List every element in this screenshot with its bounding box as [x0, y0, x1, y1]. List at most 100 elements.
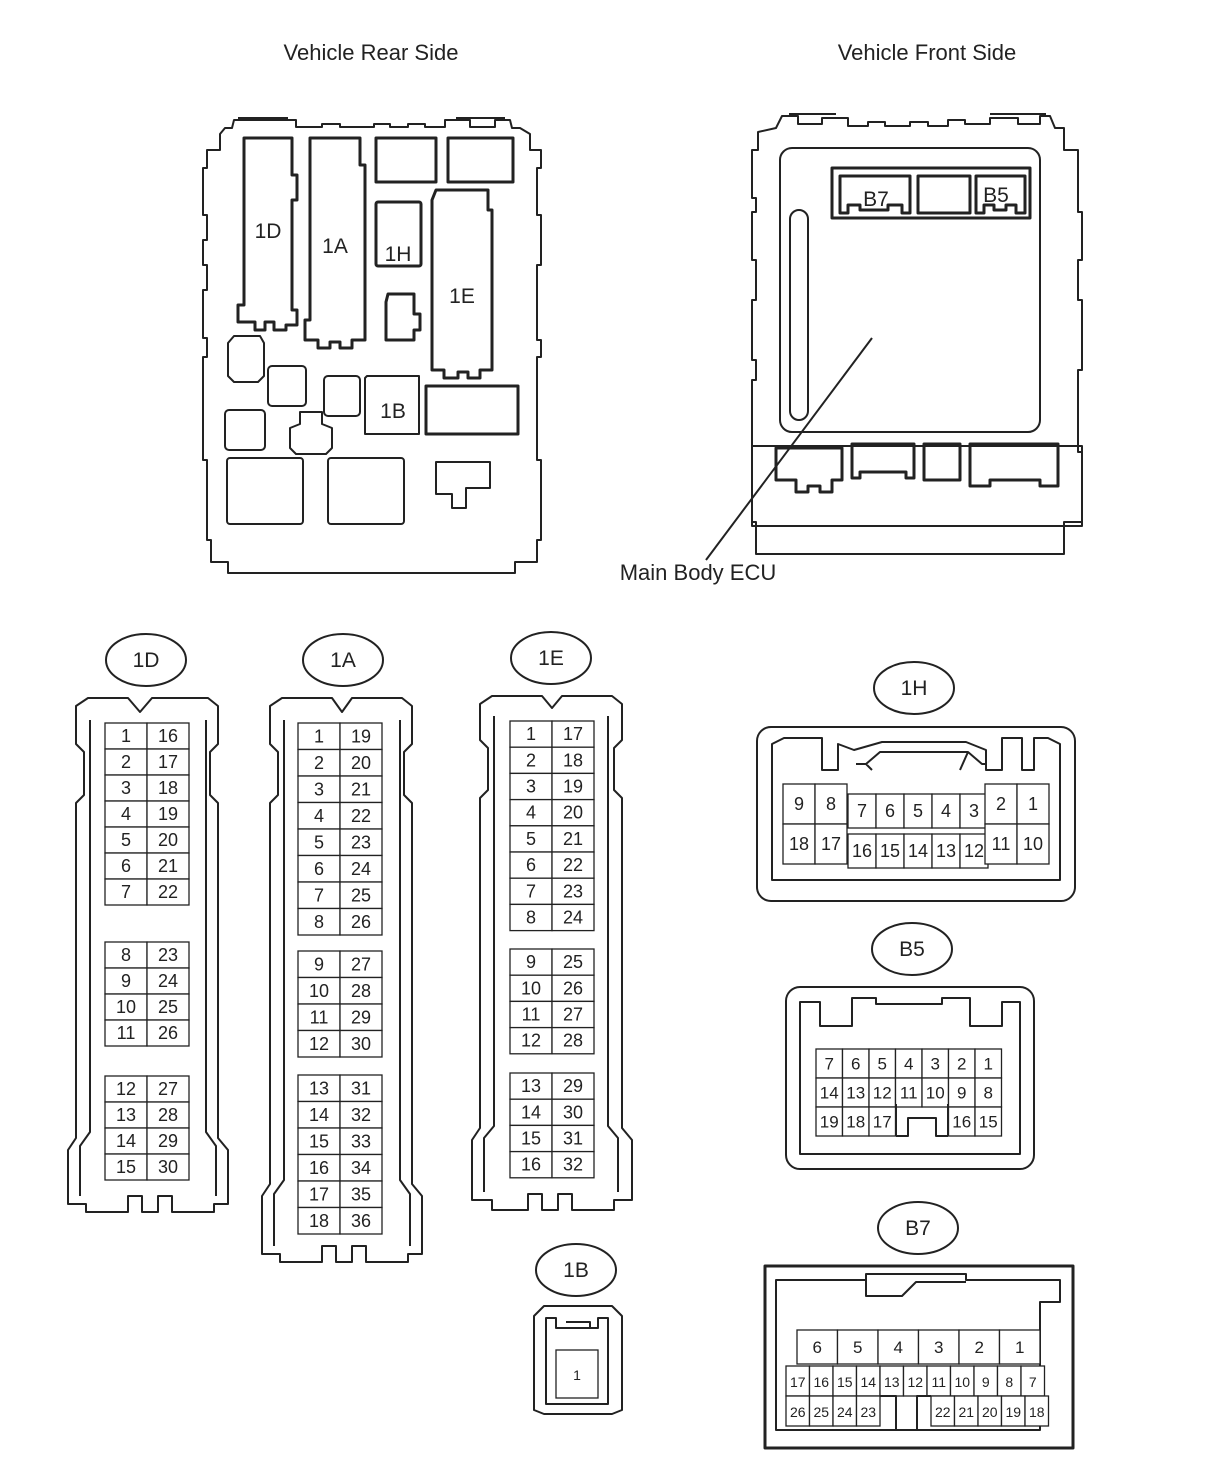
pin-1H-13-cell	[931, 833, 961, 869]
pin-1H-6: 6	[885, 801, 895, 821]
pin-1D-30-cell	[146, 1153, 190, 1181]
pin-1E-10: 10	[521, 978, 541, 998]
pin-1H-11: 11	[992, 834, 1011, 854]
pin-1D-21: 21	[158, 856, 178, 876]
pin-1A-1: 1	[314, 726, 324, 746]
pin-1E-1-cell	[509, 720, 553, 748]
pin-B5-7: 7	[825, 1055, 834, 1074]
pin-1H-10-cell	[1016, 823, 1050, 865]
pin-1D-17-cell	[146, 748, 190, 776]
pin-1A-17: 17	[309, 1184, 329, 1204]
pin-1E-30-cell	[551, 1098, 595, 1127]
pin-1A-2: 2	[314, 753, 324, 773]
pin-1D-18-cell	[146, 774, 190, 802]
pin-B7-1-cell	[998, 1329, 1041, 1365]
pin-B7-23-cell	[855, 1395, 881, 1427]
pin-1D-26-cell	[146, 1019, 190, 1047]
pin-1A-24: 24	[351, 859, 371, 879]
slot-1E	[430, 188, 494, 380]
pin-1A-16-cell	[297, 1153, 341, 1182]
pin-1D-22-cell	[146, 878, 190, 906]
rear-label-1E: 1E	[449, 285, 475, 308]
pin-B7-21: 21	[958, 1404, 974, 1420]
pin-1A-4-cell	[297, 801, 341, 830]
pin-1D-23-cell	[146, 941, 190, 969]
pin-1E-22-cell	[551, 851, 595, 879]
pin-1D-2-cell	[104, 748, 148, 776]
pin-B7-6: 6	[813, 1338, 822, 1357]
pin-1D-9: 9	[121, 971, 131, 991]
pin-B7-23: 23	[860, 1404, 876, 1420]
pin-1E-15: 15	[521, 1129, 541, 1149]
pin-B5-13: 13	[846, 1084, 865, 1103]
pin-B5-17-cell	[868, 1106, 897, 1137]
pin-B5-14: 14	[820, 1084, 839, 1103]
pin-B7-15: 15	[837, 1374, 853, 1390]
pin-1E-21: 21	[563, 829, 583, 849]
pin-1A-30: 30	[351, 1034, 371, 1054]
pin-1A-2-cell	[297, 748, 341, 777]
pin-B7-11: 11	[931, 1374, 946, 1390]
pin-1A-23-cell	[339, 828, 383, 857]
pin-1D-12: 12	[116, 1079, 136, 1099]
pin-B7-26: 26	[790, 1404, 806, 1420]
connector-B5: B5	[785, 922, 1035, 1170]
pin-1E-7: 7	[526, 881, 536, 901]
connector-1D-label: 1D	[133, 649, 160, 672]
pin-B5-1: 1	[984, 1055, 993, 1074]
pin-1A-13: 13	[309, 1078, 329, 1098]
pin-1A-22-cell	[339, 801, 383, 830]
pin-1D-24: 24	[158, 971, 178, 991]
pin-1E-18: 18	[563, 750, 583, 770]
pin-1E-19: 19	[563, 777, 583, 797]
pin-B7-12: 12	[907, 1374, 923, 1390]
pin-1A-11: 11	[310, 1007, 329, 1027]
pin-1D-4: 4	[121, 804, 131, 824]
pin-1A-35: 35	[351, 1184, 371, 1204]
pin-1D-3-cell	[104, 774, 148, 802]
pin-1A-12-cell	[297, 1029, 341, 1058]
pin-1D-23: 23	[158, 945, 178, 965]
pin-1D-18: 18	[158, 778, 178, 798]
pin-1E-24-cell	[551, 903, 595, 932]
pin-1H-14: 14	[908, 841, 928, 861]
pin-B5-16: 16	[952, 1113, 971, 1132]
connector-B5-label: B5	[899, 938, 925, 961]
connector-B7-label: B7	[905, 1217, 931, 1240]
pin-B7-17: 17	[790, 1374, 806, 1390]
pin-B7-22: 22	[935, 1404, 951, 1420]
pin-B5-4: 4	[904, 1055, 913, 1074]
front-label-B7: B7	[863, 188, 889, 211]
pin-B5-3: 3	[931, 1055, 940, 1074]
pin-B7-19: 19	[1005, 1404, 1021, 1420]
pin-1D-1-cell	[104, 722, 148, 750]
B5-key-notch	[895, 1104, 949, 1137]
pin-B7-13: 13	[884, 1374, 900, 1390]
pin-1D-13: 13	[116, 1105, 136, 1125]
pin-B7-14: 14	[860, 1374, 876, 1390]
connector-1B: 1B 1	[533, 1243, 623, 1415]
pin-1E-9: 9	[526, 952, 536, 972]
connector-1A: 1A	[261, 633, 423, 1263]
pin-1E-20: 20	[563, 803, 583, 823]
pin-1A-30-cell	[339, 1029, 383, 1058]
pin-1A-26-cell	[339, 907, 383, 936]
pin-1A-20: 20	[351, 753, 371, 773]
pin-1H-13: 13	[936, 841, 956, 861]
pin-1A-34-cell	[339, 1153, 383, 1182]
pin-1A-3: 3	[314, 779, 324, 799]
pin-1D-27: 27	[158, 1079, 178, 1099]
pin-1A-19-cell	[339, 722, 383, 751]
pin-1A-5: 5	[314, 832, 324, 852]
pin-1E-25-cell	[551, 948, 595, 976]
pin-1H-15-cell	[875, 833, 905, 869]
pin-B7-2: 2	[975, 1338, 984, 1357]
pin-B7-5: 5	[853, 1338, 862, 1357]
pin-1E-2-cell	[509, 746, 553, 775]
rear-label-1D: 1D	[255, 220, 282, 243]
connector-1E-label: 1E	[538, 647, 564, 670]
pin-1E-32: 32	[563, 1155, 583, 1175]
pin-1D-3: 3	[121, 778, 131, 798]
pin-B7-25: 25	[813, 1404, 829, 1420]
